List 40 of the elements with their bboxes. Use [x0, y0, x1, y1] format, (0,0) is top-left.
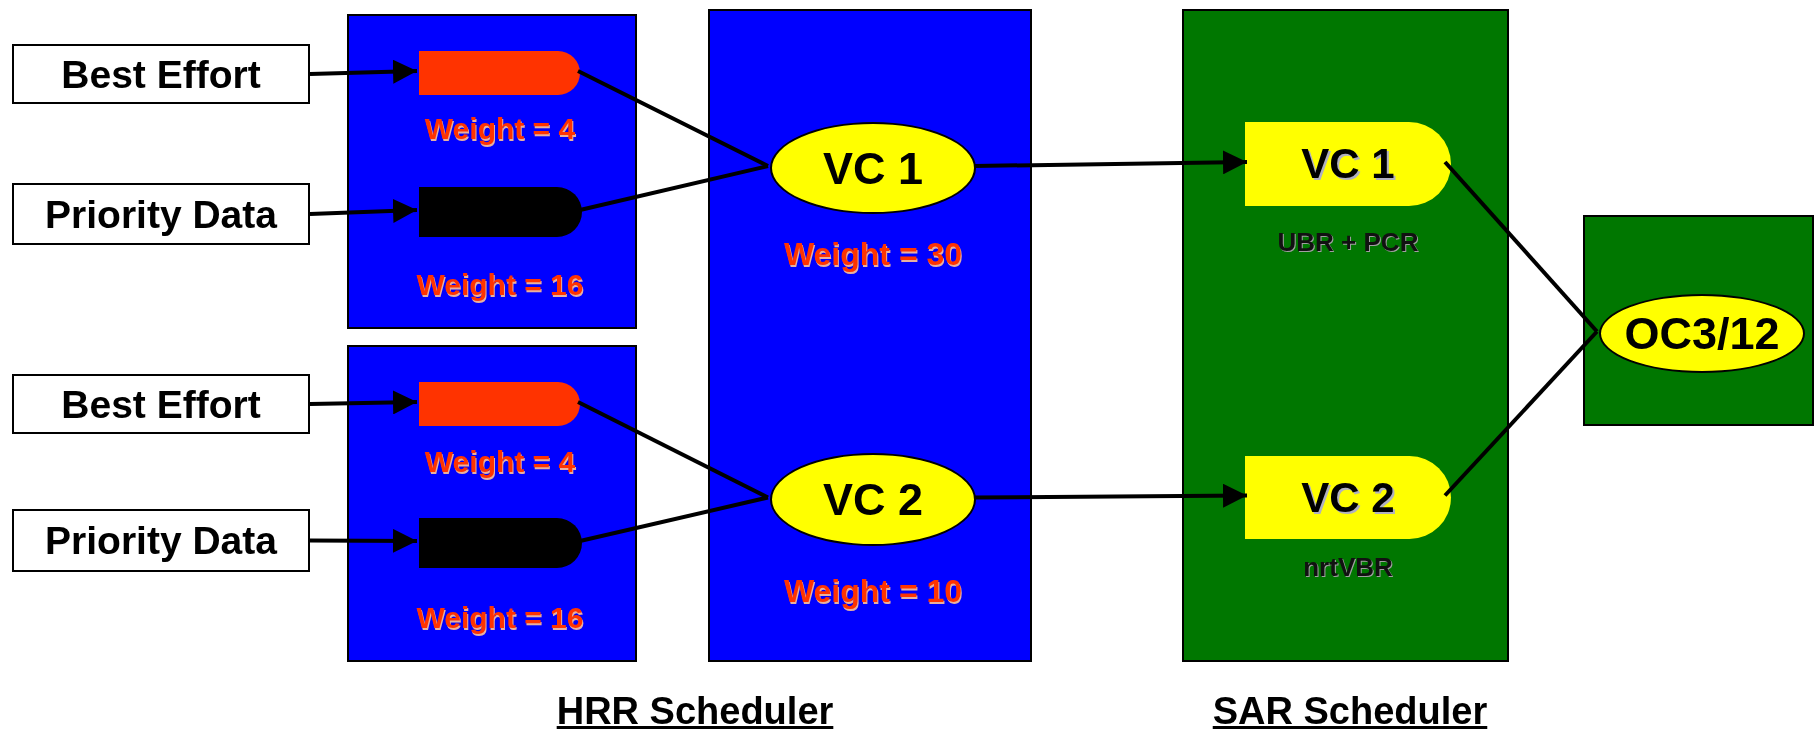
source-box: [12, 509, 310, 572]
scheduler-heading: HRR Scheduler: [555, 692, 835, 730]
weight-label: UBR + PCR: [1276, 229, 1420, 255]
connector-arrow: [310, 528, 417, 553]
node-label: Best Effort: [61, 54, 261, 94]
weight-label: Weight = 4: [423, 447, 577, 477]
scheduler-panel: [708, 9, 1032, 662]
vc-queue: [1245, 122, 1451, 206]
source-box: [12, 374, 310, 434]
weight-label: Weight = 30: [782, 238, 964, 270]
node-label: VC 1: [1301, 143, 1395, 185]
scheduler-panel: [1182, 9, 1509, 662]
queue-panel: [347, 14, 637, 329]
queue-bar: [419, 382, 580, 426]
node-label: Priority Data: [45, 521, 277, 560]
link-panel: [1583, 215, 1814, 426]
scheduler-heading: SAR Scheduler: [1211, 692, 1489, 730]
weight-label: Weight = 16: [415, 270, 585, 300]
vc-queue: [1245, 456, 1451, 539]
node-label: Best Effort: [61, 384, 261, 424]
weight-label: Weight = 16: [415, 603, 585, 633]
queue-panel: [347, 345, 637, 662]
connector-arrow: [973, 150, 1248, 175]
node-label: VC 2: [1301, 476, 1395, 519]
weight-label: nrtVBR: [1302, 554, 1394, 580]
source-box: [12, 44, 310, 104]
node-label: VC 2: [822, 477, 923, 522]
connector-arrow: [309, 390, 418, 415]
weight-label: Weight = 10: [782, 575, 964, 607]
connector-arrow: [974, 483, 1247, 508]
source-box: [12, 183, 310, 245]
queue-bar: [419, 51, 580, 95]
node-label: VC 1: [822, 145, 923, 191]
queue-bar: [419, 518, 582, 568]
connector-arrow: [309, 59, 418, 84]
queue-bar: [419, 187, 582, 237]
node-label: Priority Data: [45, 194, 277, 234]
connector-arrow: [309, 198, 418, 223]
node-label: OC3/12: [1624, 311, 1780, 356]
weight-label: Weight = 4: [423, 114, 577, 144]
